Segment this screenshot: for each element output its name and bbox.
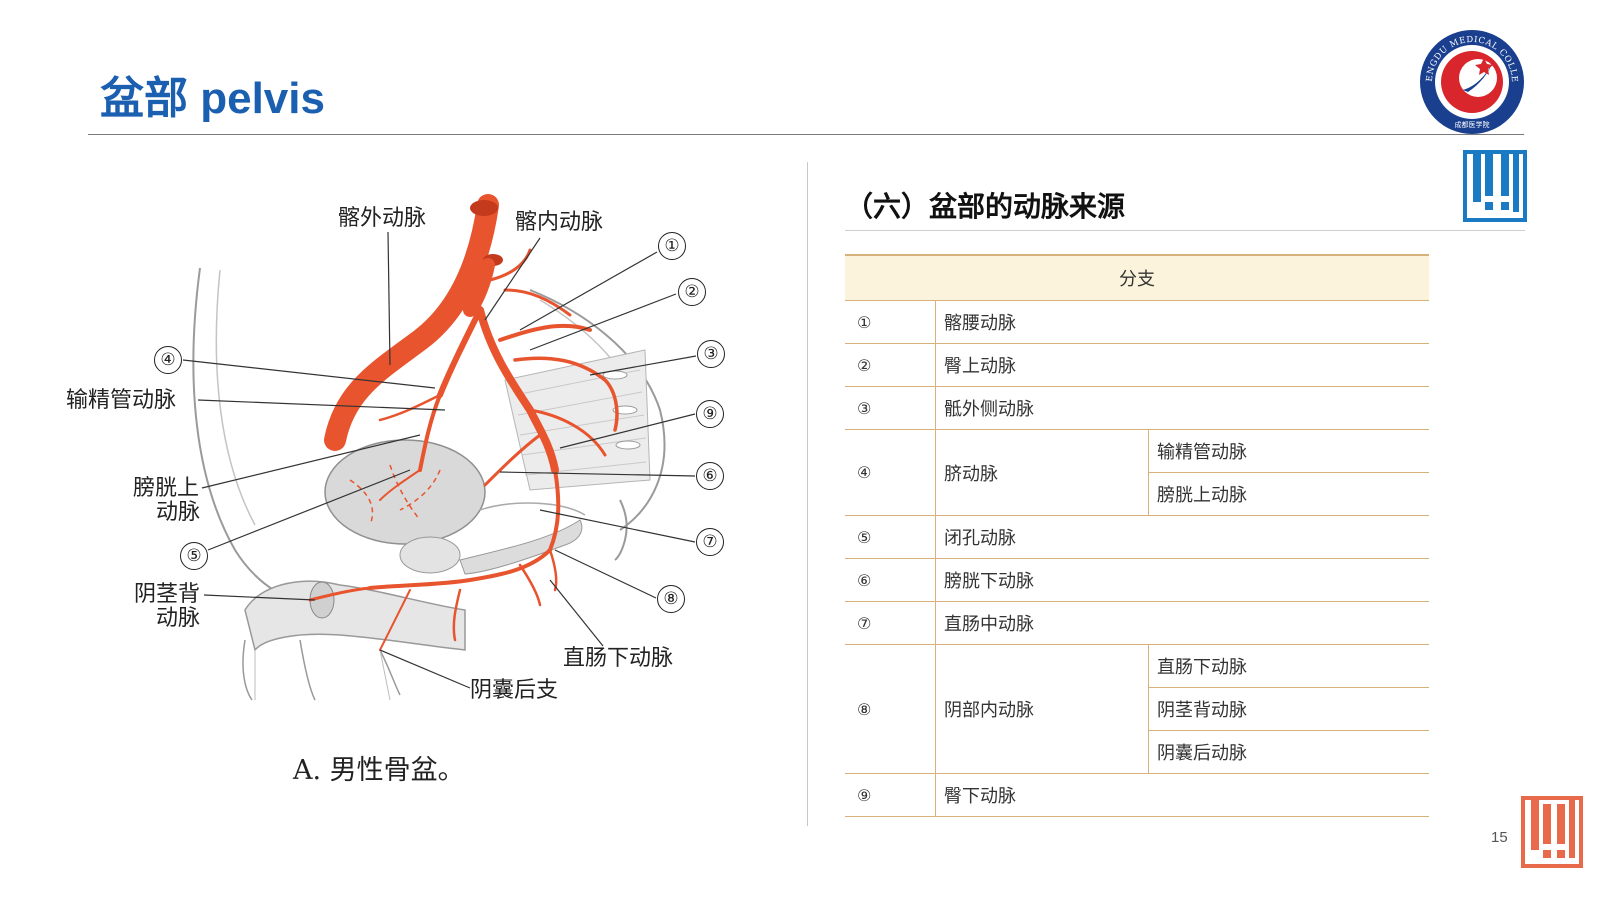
label-dorsal-penile-line1: 阴茎背 xyxy=(134,582,201,607)
logo-year-text: 1947 xyxy=(1466,114,1479,120)
logo-cn-text: 成都医学院 xyxy=(1455,120,1490,129)
marker-7: ⑦ xyxy=(696,528,724,556)
sub-branch-name: 输精管动脉 xyxy=(1148,429,1429,473)
marker-3: ③ xyxy=(697,340,725,368)
bookmark-badge-icon xyxy=(1463,150,1527,222)
marker-2: ② xyxy=(678,278,706,306)
branch-name: 直肠中动脉 xyxy=(935,601,1429,645)
table-header: 分支 xyxy=(845,254,1429,301)
sub-branch-name: 阴囊后动脉 xyxy=(1148,730,1429,774)
label-posterior-scrotal: 阴囊后支 xyxy=(470,678,559,703)
section-heading: （六）盆部的动脉来源 xyxy=(845,190,1126,223)
row-number: ⑨ xyxy=(845,773,936,817)
branch-name: 闭孔动脉 xyxy=(935,515,1429,559)
branch-name: 髂腰动脉 xyxy=(935,300,1429,344)
table-row: ⑥ 膀胱下动脉 xyxy=(845,558,1429,602)
label-dorsal-penile-line2: 动脉 xyxy=(156,606,201,631)
label-vas-deferens-artery: 输精管动脉 xyxy=(66,388,177,413)
heading-divider xyxy=(845,230,1525,231)
label-superior-vesical-line1: 膀胱上 xyxy=(133,476,200,501)
table-row: ① 髂腰动脉 xyxy=(845,300,1429,344)
row-number: ⑤ xyxy=(845,515,936,559)
table-row: ④ 脐动脉 输精管动脉 xyxy=(845,429,1429,516)
row-number: ① xyxy=(845,300,936,344)
marker-8: ⑧ xyxy=(657,585,685,613)
pelvic-arteries-figure: 髂外动脉 髂内动脉 输精管动脉 膀胱上 动脉 阴茎背 动脉 直肠下动脉 阴囊后支… xyxy=(60,180,760,800)
branch-name: 骶外侧动脉 xyxy=(935,386,1429,430)
page-title: 盆部 pelvis xyxy=(100,74,325,123)
table-row: 阴囊后动脉 xyxy=(845,730,1429,774)
branch-name: 阴部内动脉 xyxy=(935,644,1149,774)
column-divider xyxy=(807,162,808,826)
label-external-iliac: 髂外动脉 xyxy=(338,206,427,231)
sub-branch-name: 直肠下动脉 xyxy=(1148,644,1429,688)
marker-6: ⑥ xyxy=(696,462,724,490)
marker-5: ⑤ xyxy=(180,542,208,570)
artery-branch-table: 分支 ① 髂腰动脉 ② 臀上动脉 ③ 骶外侧动脉 ④ 脐动脉 输精管动脉 膀胱上… xyxy=(845,254,1429,817)
label-inferior-rectal: 直肠下动脉 xyxy=(563,646,674,671)
table-header-row: 分支 xyxy=(845,254,1429,301)
row-number: ⑦ xyxy=(845,601,936,645)
figure-caption: A. 男性骨盆。 xyxy=(293,755,465,786)
row-number: ⑧ xyxy=(845,644,936,774)
table-row: ③ 骶外侧动脉 xyxy=(845,386,1429,430)
table-row: ⑧ 阴部内动脉 直肠下动脉 xyxy=(845,644,1429,774)
table-row: ⑦ 直肠中动脉 xyxy=(845,601,1429,645)
marker-4: ④ xyxy=(154,346,182,374)
table-row: ⑤ 闭孔动脉 xyxy=(845,515,1429,559)
label-superior-vesical-line2: 动脉 xyxy=(156,500,201,525)
branch-name: 臀下动脉 xyxy=(935,773,1429,817)
table-row: ⑨ 臀下动脉 xyxy=(845,773,1429,817)
bookmark-badge-icon xyxy=(1521,796,1583,868)
branch-name: 膀胱下动脉 xyxy=(935,558,1429,602)
row-number: ⑥ xyxy=(845,558,936,602)
label-internal-iliac: 髂内动脉 xyxy=(515,210,604,235)
sub-branch-name: 阴茎背动脉 xyxy=(1148,687,1429,731)
title-divider xyxy=(88,134,1524,135)
college-logo: CHENGDU MEDICAL COLLEGE 成都医学院 1947 xyxy=(1418,28,1524,134)
marker-9: ⑨ xyxy=(696,400,724,428)
table-row: ② 臀上动脉 xyxy=(845,343,1429,387)
branch-name: 臀上动脉 xyxy=(935,343,1429,387)
table-row: 阴茎背动脉 xyxy=(845,687,1429,731)
sub-branch-name: 膀胱上动脉 xyxy=(1148,472,1429,516)
marker-1: ① xyxy=(658,232,686,260)
row-number: ③ xyxy=(845,386,936,430)
branch-name: 脐动脉 xyxy=(935,429,1149,516)
row-number: ② xyxy=(845,343,936,387)
row-number: ④ xyxy=(845,429,936,516)
page-number: 15 xyxy=(1491,829,1508,846)
table-row: 膀胱上动脉 xyxy=(845,472,1429,516)
